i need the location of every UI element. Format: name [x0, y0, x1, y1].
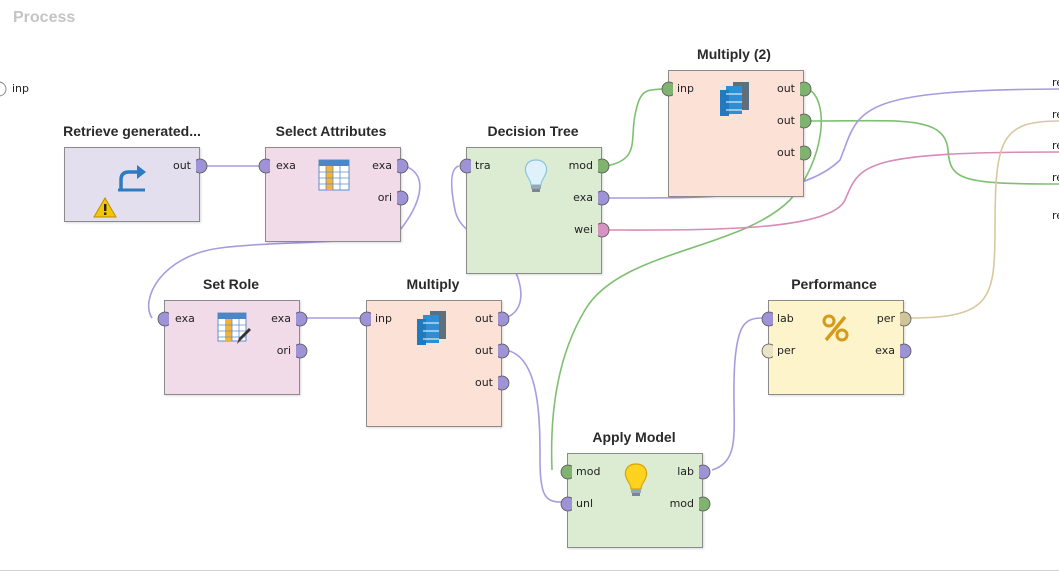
port-label-exa: exa: [372, 159, 392, 172]
port-input-per[interactable]: [759, 342, 773, 360]
operator-multiply-2[interactable]: inp out out out: [668, 70, 804, 197]
port-label-mod: mod: [669, 497, 694, 510]
wire-tree-to-multiply2: [605, 88, 663, 167]
port-output-per[interactable]: [900, 310, 914, 328]
percent-icon: [822, 314, 849, 342]
process-output-label: re: [1052, 171, 1059, 184]
port-output-wei[interactable]: [598, 221, 612, 239]
operator-retrieve[interactable]: out: [64, 147, 200, 222]
operator-title-apply-model: Apply Model: [592, 429, 676, 445]
lightbulb-icon: [624, 463, 648, 496]
port-output-exa[interactable]: [296, 310, 310, 328]
port-label-exa: exa: [276, 159, 296, 172]
operator-title-multiply: Multiply: [406, 276, 460, 292]
process-output-label: re: [1052, 209, 1059, 222]
port-output-out[interactable]: [800, 112, 814, 130]
operator-set-role[interactable]: exa exa ori: [164, 300, 300, 395]
operator-title-retrieve: Retrieve generated...: [63, 123, 201, 139]
wire-multiply2-to-out4: [807, 119, 1059, 185]
port-input-mod[interactable]: [558, 463, 572, 481]
port-output-mod[interactable]: [598, 157, 612, 175]
port-input-lab[interactable]: [759, 310, 773, 328]
port-label-tra: tra: [475, 159, 491, 172]
port-label-per: per: [777, 344, 796, 357]
port-label-wei: wei: [574, 223, 593, 236]
operator-title-performance: Performance: [791, 276, 877, 292]
port-label-exa: exa: [573, 191, 593, 204]
port-label-lab: lab: [677, 465, 694, 478]
port-label-exa: exa: [875, 344, 895, 357]
port-input-exa[interactable]: [155, 310, 169, 328]
port-output-ori[interactable]: [397, 189, 411, 207]
port-label-out: out: [474, 312, 493, 325]
table-columns-icon: [318, 159, 350, 191]
port-label-mod: mod: [568, 159, 593, 172]
table-edit-icon: [217, 312, 251, 344]
wire-tree-exa-to-out1: [605, 88, 1059, 199]
operator-performance[interactable]: lab per per exa: [768, 300, 904, 395]
port-label-lab: lab: [777, 312, 794, 325]
port-output-exa[interactable]: [900, 342, 914, 360]
port-label-out: out: [776, 146, 795, 159]
port-output-out[interactable]: [800, 144, 814, 162]
port-input-unl[interactable]: [558, 495, 572, 513]
port-label-out: out: [474, 344, 493, 357]
multiply-icon: [417, 311, 446, 345]
port-label-exa: exa: [175, 312, 195, 325]
canvas-bottom-border: [0, 570, 1059, 571]
operator-title-set-role: Set Role: [202, 276, 260, 292]
wire-tree-wei-to-out3: [605, 151, 1059, 231]
process-input-label: inp: [12, 82, 30, 95]
operator-title-decision-tree: Decision Tree: [487, 123, 579, 139]
port-label-exa: exa: [271, 312, 291, 325]
port-input-inp[interactable]: [357, 310, 371, 328]
port-output-ori[interactable]: [296, 342, 310, 360]
port-label-out: out: [776, 114, 795, 127]
wire-select-to-setrole: [147, 165, 421, 319]
port-output-out[interactable]: [498, 374, 512, 392]
port-input-inp[interactable]: [659, 80, 673, 98]
wire-apply-to-performance: [711, 317, 763, 471]
port-output-mod[interactable]: [699, 495, 713, 513]
lightbulb-icon: [524, 159, 548, 192]
port-output-out[interactable]: [196, 157, 210, 175]
operator-select-attributes[interactable]: exa exa ori: [265, 147, 401, 242]
retrieve-icon: [118, 165, 146, 192]
port-label-ori: ori: [377, 191, 392, 204]
port-input-exa[interactable]: [256, 157, 270, 175]
process-output-label: re: [1052, 139, 1059, 152]
port-output-lab[interactable]: [699, 463, 713, 481]
port-output-exa[interactable]: [598, 189, 612, 207]
port-label-out: out: [474, 376, 493, 389]
process-output-label: re: [1052, 108, 1059, 121]
port-label-unl: unl: [576, 497, 593, 510]
port-label-per: per: [876, 312, 895, 325]
port-label-mod: mod: [576, 465, 601, 478]
port-label-inp: inp: [677, 82, 695, 95]
operator-title-select-attributes: Select Attributes: [275, 123, 387, 139]
warning-icon: [93, 197, 117, 218]
port-label-inp: inp: [375, 312, 393, 325]
port-input-tra[interactable]: [457, 157, 471, 175]
wire-multiply2-to-apply: [550, 88, 823, 471]
process-input-port[interactable]: [0, 80, 10, 98]
port-label-out: out: [776, 82, 795, 95]
port-output-exa[interactable]: [397, 157, 411, 175]
operator-decision-tree[interactable]: tra mod exa wei: [466, 147, 602, 274]
process-output-label: re: [1052, 76, 1059, 89]
port-output-out[interactable]: [498, 310, 512, 328]
wire-multiply-to-apply: [504, 349, 562, 503]
wire-performance-to-out2: [908, 120, 1059, 319]
process-title: Process: [13, 9, 76, 26]
port-output-out[interactable]: [498, 342, 512, 360]
operator-title-multiply-2: Multiply (2): [697, 46, 771, 62]
port-label-out: out: [172, 159, 191, 172]
operator-multiply[interactable]: inp out out out: [366, 300, 502, 427]
multiply-icon: [720, 82, 749, 116]
port-label-ori: ori: [276, 344, 291, 357]
port-output-out[interactable]: [800, 80, 814, 98]
operator-apply-model[interactable]: mod unl lab mod: [567, 453, 703, 548]
